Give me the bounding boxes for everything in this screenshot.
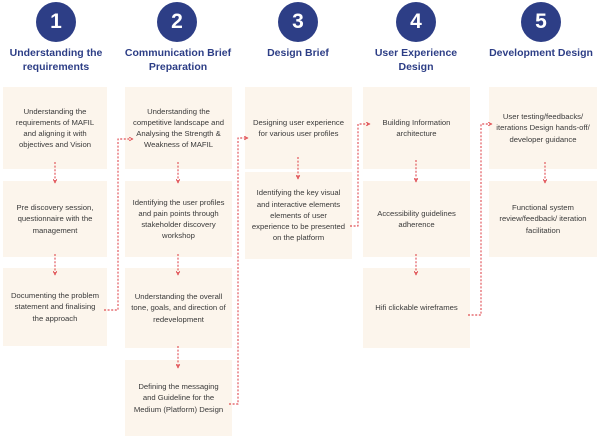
- step-title-1: Understanding the requirements: [9, 47, 103, 73]
- step-number-3: 3: [278, 2, 318, 42]
- column-4-box-2: Accessibility guidelines adherence: [363, 181, 470, 257]
- box-text: Accessibility guidelines adherence: [377, 208, 456, 229]
- column-1-box-1: Understanding the requirements of MAFIL …: [3, 87, 107, 169]
- step-number-1: 1: [36, 2, 76, 42]
- arrow-c2-to-c3: [229, 138, 246, 405]
- step-title-2: Communication Brief Preparation: [124, 47, 232, 73]
- box-text: Documenting the problem statement and fi…: [10, 291, 100, 323]
- column-1-box-3: Documenting the problem statement and fi…: [3, 268, 107, 346]
- step-title-5: Development Design: [489, 47, 593, 59]
- column-4-box-1: Building Information architecture: [363, 87, 470, 169]
- box-text: Building Information architecture: [382, 117, 451, 138]
- box-text: Understanding the competitive landscape …: [132, 106, 225, 150]
- box-text: Designing user experience for various us…: [252, 117, 345, 138]
- arrow-c4-to-c5: [468, 124, 490, 316]
- column-1-box-2: Pre discovery session, questionnaire wit…: [3, 181, 107, 257]
- column-3-box-1: Designing user experience for various us…: [245, 87, 352, 169]
- column-2-box-2: Identifying the user profiles and pain p…: [125, 181, 232, 257]
- column-2-box-4: Defining the messaging and Guideline for…: [125, 360, 232, 436]
- column-4-box-3: Hifi clickable wireframes: [363, 268, 470, 348]
- column-2-box-1: Understanding the competitive landscape …: [125, 87, 232, 169]
- column-3-box-2: Identifying the key visual and interacti…: [245, 172, 352, 259]
- arrow-c3-to-c4: [350, 124, 368, 227]
- box-text: Understanding the overall tone, goals, a…: [131, 292, 226, 324]
- column-5-box-1: User testing/feedbacks/ iterations Desig…: [489, 87, 597, 169]
- box-text: Defining the messaging and Guideline for…: [133, 382, 224, 414]
- arrow-c1-to-c2: [104, 139, 131, 311]
- box-text: Hifi clickable wireframes: [375, 303, 458, 313]
- column-2-box-3: Understanding the overall tone, goals, a…: [125, 268, 232, 348]
- step-title-3: Design Brief: [267, 47, 329, 59]
- step-number-5: 5: [521, 2, 561, 42]
- step-number-4: 4: [396, 2, 436, 42]
- box-text: Functional system review/feedback/ itera…: [499, 203, 587, 235]
- box-text: Pre discovery session, questionnaire wit…: [16, 203, 94, 235]
- step-title-4: User Experience Design: [374, 47, 458, 73]
- box-text: Understanding the requirements of MAFIL …: [15, 106, 95, 150]
- step-number-2: 2: [157, 2, 197, 42]
- box-text: User testing/feedbacks/ iterations Desig…: [496, 112, 590, 144]
- box-text: Identifying the key visual and interacti…: [251, 188, 346, 243]
- box-text: Identifying the user profiles and pain p…: [132, 197, 225, 241]
- column-5-box-2: Functional system review/feedback/ itera…: [489, 181, 597, 257]
